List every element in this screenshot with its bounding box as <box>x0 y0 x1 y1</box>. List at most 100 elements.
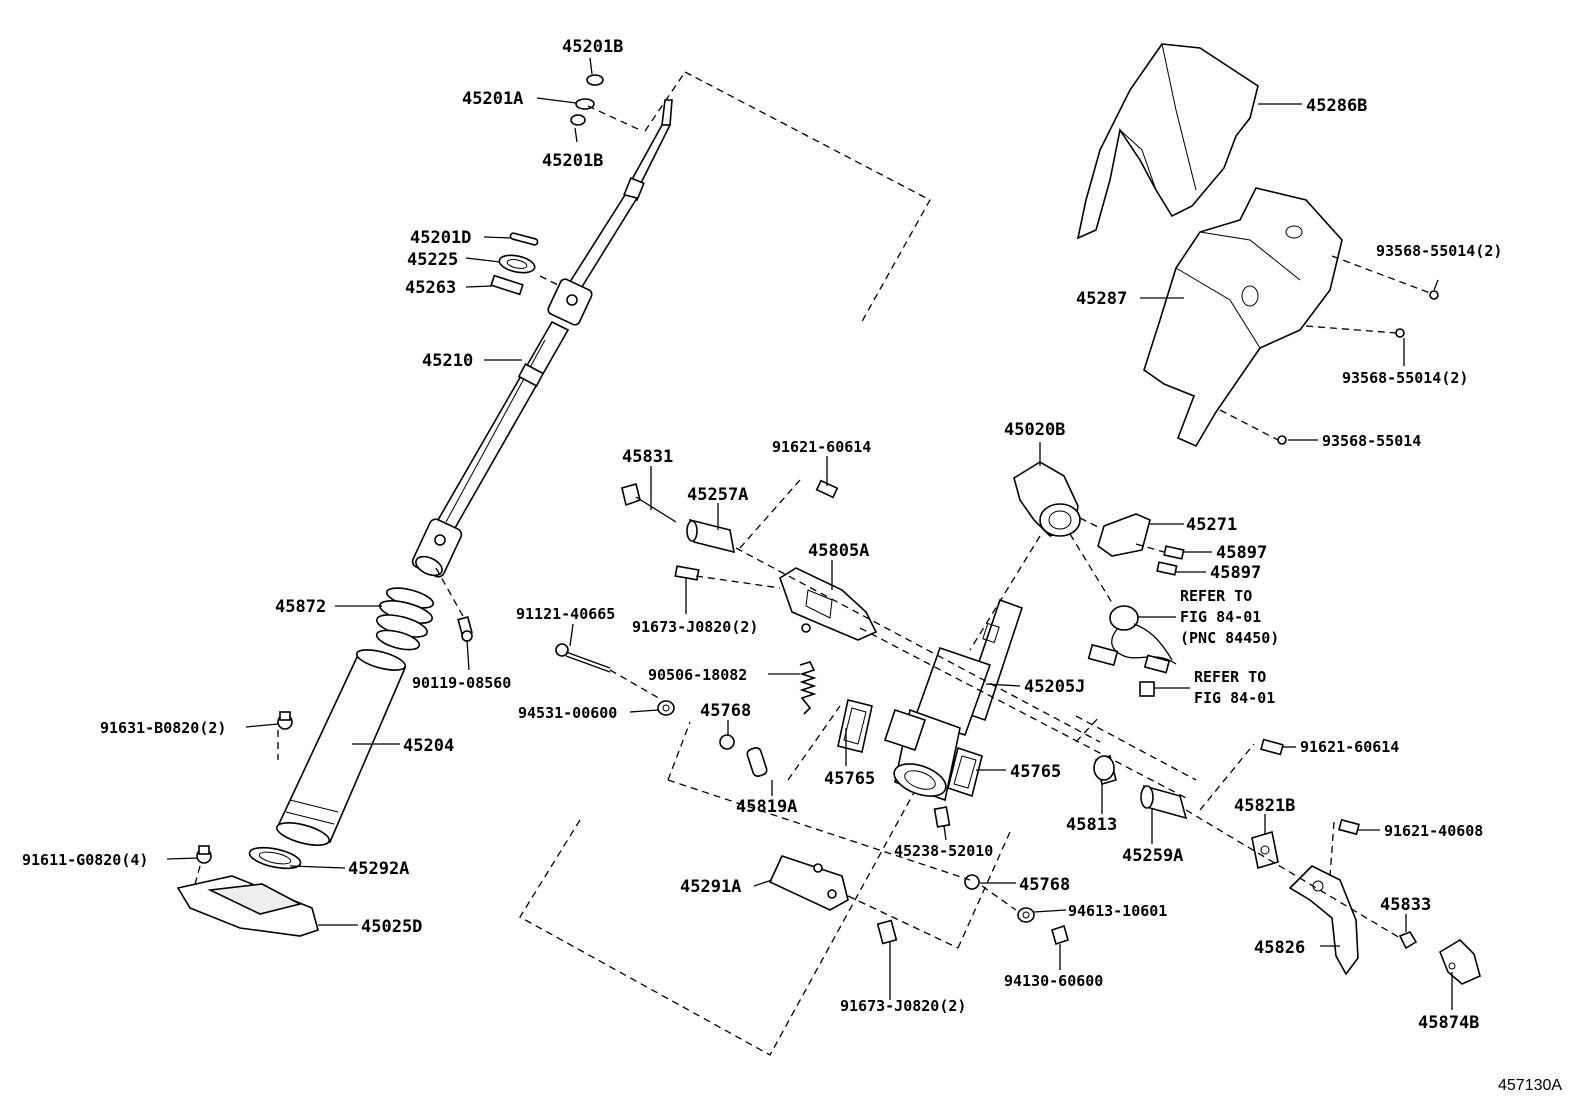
cover-45287 <box>1143 187 1343 448</box>
label-45765-a: 45765 <box>824 769 875 789</box>
label-45833: 45833 <box>1380 895 1431 915</box>
label-45831: 45831 <box>622 447 673 467</box>
bracket-45291A <box>768 855 849 911</box>
bolts-left <box>193 615 473 889</box>
figure-id: 457130A <box>1498 1077 1562 1094</box>
lock-45020B <box>1013 461 1081 537</box>
guide-lines <box>435 105 1401 949</box>
label-45210: 45210 <box>422 351 473 371</box>
right-lower-parts <box>1093 738 1481 985</box>
pin-45819A <box>746 747 768 777</box>
label-90119-08560: 90119-08560 <box>412 674 511 692</box>
label-93568-55014-c: 93568-55014 <box>1322 432 1421 450</box>
nut-94130 <box>1051 924 1069 946</box>
tube-45204 <box>276 649 407 846</box>
bolt-90119 <box>457 615 473 642</box>
nut-45768-a <box>719 734 735 750</box>
label-refer-fig-1: FIG 84-01 <box>1180 608 1261 626</box>
label-45025D: 45025D <box>361 917 422 937</box>
brackets-45765 <box>837 699 983 798</box>
label-91673-J0820-a: 91673-J0820(2) <box>632 618 758 636</box>
label-45768-a: 45768 <box>700 701 751 721</box>
label-91621-40608: 91621-40608 <box>1384 822 1483 840</box>
plate-45025D <box>176 875 319 937</box>
label-91621-60614-a: 91621-60614 <box>772 438 871 456</box>
sleeve-45257A <box>686 518 736 554</box>
label-45286B: 45286B <box>1306 96 1367 116</box>
bearing-45225 <box>498 254 536 274</box>
label-refer-pnc: (PNC 84450) <box>1180 629 1279 647</box>
sleeve-45259A <box>1140 784 1188 820</box>
label-45813: 45813 <box>1066 815 1117 835</box>
label-45826: 45826 <box>1254 938 1305 958</box>
label-94531-00600: 94531-00600 <box>518 704 617 722</box>
label-91673-J0820-b: 91673-J0820(2) <box>840 997 966 1015</box>
spring-90506 <box>799 661 817 715</box>
label-refer-fig-2: FIG 84-01 <box>1194 689 1275 707</box>
label-93568-55014-a: 93568-55014(2) <box>1376 242 1502 260</box>
part-labels: 45201B 45201A 45201B 45201D 45225 45263 … <box>22 37 1562 1094</box>
bolt-91673-a <box>674 565 700 581</box>
label-45204: 45204 <box>403 736 454 756</box>
label-45271: 45271 <box>1186 515 1237 535</box>
leader-lines <box>166 57 1453 1010</box>
bracket-45805A <box>779 567 878 641</box>
bolt-91621-40608 <box>1338 818 1360 836</box>
screws-93568 <box>1219 255 1439 445</box>
spring-45263 <box>490 274 524 296</box>
nut-94531 <box>657 700 675 716</box>
label-45201A: 45201A <box>462 89 523 109</box>
label-45897-a: 45897 <box>1216 543 1267 563</box>
center-small-parts <box>555 479 1069 946</box>
label-45821B: 45821B <box>1234 796 1295 816</box>
label-91631-B0820: 91631-B0820(2) <box>100 719 226 737</box>
cover-45286B <box>1076 43 1259 240</box>
bolt-91611 <box>196 845 212 864</box>
harness <box>1087 605 1177 697</box>
label-91621-60614-b: 91621-60614 <box>1300 738 1399 756</box>
label-45225: 45225 <box>407 250 458 270</box>
shaft-small-parts <box>490 74 604 296</box>
label-45765-b: 45765 <box>1010 762 1061 782</box>
label-94613-10601: 94613-10601 <box>1068 902 1167 920</box>
label-45020B: 45020B <box>1004 420 1065 440</box>
label-94130-60600: 94130-60600 <box>1004 972 1103 990</box>
washer-45201B-bottom <box>570 114 586 126</box>
seal-45292A <box>248 846 302 870</box>
label-93568-55014-b: 93568-55014(2) <box>1342 369 1468 387</box>
bolt-91673-b <box>876 919 898 945</box>
boot-45872 <box>375 587 435 651</box>
pin-45201D <box>509 232 539 246</box>
label-90506-18082: 90506-18082 <box>648 666 747 684</box>
intermediate-shaft <box>411 99 673 578</box>
label-45291A: 45291A <box>680 877 741 897</box>
bolt-91621-b <box>1260 738 1284 756</box>
washer-45201B-top <box>586 74 604 86</box>
label-45238-52010: 45238-52010 <box>894 842 993 860</box>
label-45819A: 45819A <box>736 797 797 817</box>
bolt-45238 <box>933 806 951 828</box>
label-45201B-bottom: 45201B <box>542 151 603 171</box>
switch-45271 <box>1097 513 1151 557</box>
label-45805A: 45805A <box>808 541 869 561</box>
label-45263: 45263 <box>405 278 456 298</box>
label-45292A: 45292A <box>348 859 409 879</box>
label-91611-G0820: 91611-G0820(4) <box>22 851 148 869</box>
cap-45874B <box>1439 938 1481 985</box>
bolts-45897 <box>1156 545 1185 576</box>
nut-45768-b <box>964 874 980 890</box>
label-45259A: 45259A <box>1122 846 1183 866</box>
label-45287: 45287 <box>1076 289 1127 309</box>
label-refer-to-2: REFER TO <box>1194 668 1266 686</box>
assembly-boundary <box>519 71 941 1056</box>
label-45874B: 45874B <box>1418 1013 1479 1033</box>
label-45205J: 45205J <box>1024 677 1085 697</box>
nut-94613 <box>1017 907 1035 923</box>
bolt-91121 <box>555 643 611 673</box>
label-45897-b: 45897 <box>1210 563 1261 583</box>
label-45872: 45872 <box>275 597 326 617</box>
collar-45813 <box>1093 755 1117 785</box>
label-refer-to-1: REFER TO <box>1180 587 1252 605</box>
nut-45833 <box>1398 931 1418 950</box>
